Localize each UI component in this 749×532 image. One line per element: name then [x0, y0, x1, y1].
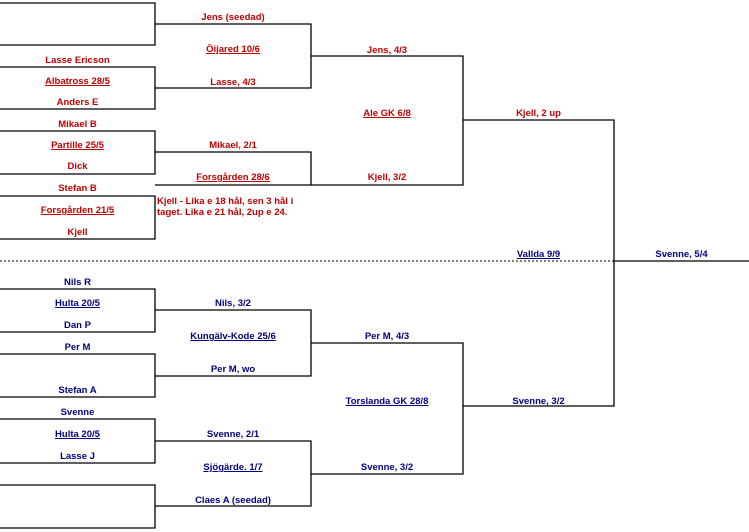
bracket-line: [463, 119, 615, 407]
bracket-line: [0, 484, 156, 529]
top-r2-venue[interactable]: Forsgården 28/6: [196, 172, 270, 183]
bottom-r3-winner: Svenne, 3/2: [360, 462, 414, 473]
top-r2-winner: Lasse, 4/3: [210, 77, 256, 88]
top-r1-venue-3[interactable]: Partille 25/5: [51, 140, 104, 151]
top-r3-winner: Kjell, 3/2: [367, 172, 407, 183]
bottom-r2-winner: Per M, wo: [210, 364, 256, 375]
bottom-r1-player: Svenne: [60, 407, 95, 418]
top-r1-player: Stefan B: [58, 183, 97, 194]
bracket-line: [0, 2, 156, 46]
top-r3-venue[interactable]: Ale GK 6/8: [363, 108, 411, 119]
bracket-line: [0, 195, 156, 240]
bottom-r1-player: Stefan A: [58, 385, 97, 396]
top-r1-venue-2[interactable]: Albatross 28/5: [45, 76, 110, 87]
top-r3-winner: Jens, 4/3: [366, 45, 408, 56]
bottom-r1-player: Dan P: [64, 320, 91, 331]
top-r1-player: Kjell: [67, 227, 88, 238]
bottom-semi-winner: Svenne, 3/2: [512, 396, 565, 407]
bracket-line: [311, 55, 464, 186]
bottom-r2-winner: Nils, 3/2: [215, 298, 251, 309]
top-r2-seed-jens: Jens (seedad): [201, 12, 265, 23]
bottom-r1-player: Nils R: [64, 277, 91, 288]
champion: Svenne, 5/4: [655, 249, 708, 260]
top-semi-winner: Kjell, 2 up: [516, 108, 561, 119]
top-r1-player: Anders E: [56, 97, 99, 108]
top-r1-player: Dick: [67, 161, 88, 172]
bottom-r1-venue-3[interactable]: Hulta 20/5: [55, 429, 100, 440]
top-r1-player: Lasse Ericson: [45, 55, 110, 66]
bottom-r3-winner: Per M, 4/3: [364, 331, 410, 342]
bottom-r2-venue[interactable]: Kungälv-Kode 25/6: [190, 331, 276, 342]
final-venue[interactable]: Vallda 9/9: [516, 249, 561, 260]
bottom-r1-player: Per M: [64, 342, 91, 353]
bottom-r2-venue[interactable]: Sjögärde. 1/7: [203, 462, 263, 473]
bottom-r3-venue[interactable]: Torslanda GK 28/8: [345, 396, 429, 407]
bottom-r1-player: Lasse J: [60, 451, 95, 462]
top-r1-venue-1[interactable]: Öijared 10/6: [206, 44, 260, 55]
bottom-r2-seed-claes: Claes A (seedad): [195, 495, 271, 506]
top-r1-player: Mikael B: [58, 119, 97, 130]
top-r1-venue-4[interactable]: Forsgården 21/5: [40, 205, 115, 216]
bracket-line: [155, 151, 312, 186]
top-r2-winner: Mikael, 2/1: [209, 140, 257, 151]
bracket-line: [311, 342, 464, 475]
bottom-r1-venue-1[interactable]: Hulta 20/5: [55, 298, 100, 309]
bottom-r2-winner: Svenne, 2/1: [206, 429, 260, 440]
top-r2-winner-note: Kjell - Lika e 18 hål, sen 3 hål i taget…: [157, 196, 294, 218]
